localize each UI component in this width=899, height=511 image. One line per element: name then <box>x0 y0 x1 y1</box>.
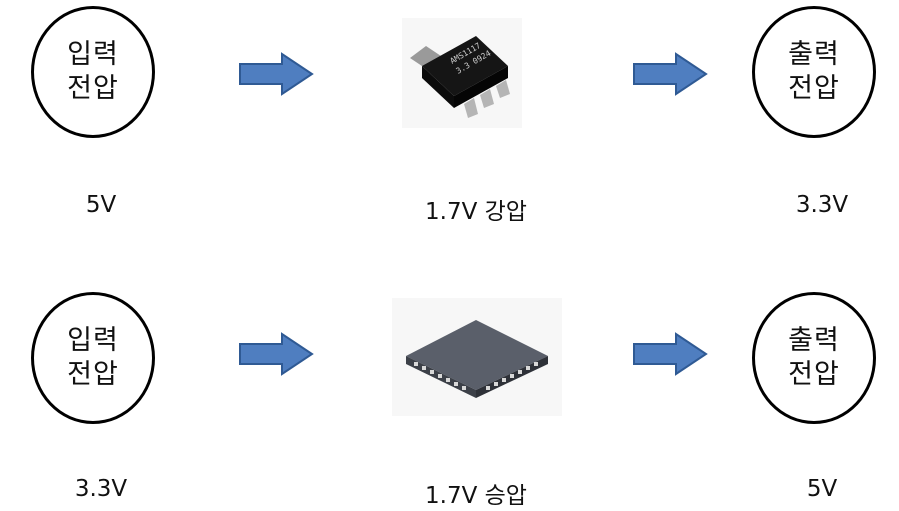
converter-caption-2: 1.7V 승압 <box>425 483 527 509</box>
output-voltage-label-2a: 출력 <box>788 325 840 356</box>
output-voltage-value-2: 5V <box>806 476 838 502</box>
qfn-converter-icon <box>392 298 562 416</box>
arrow-right-icon-1a <box>239 52 314 96</box>
output-voltage-label-1b: 전압 <box>788 73 840 104</box>
arrow-right-icon-1b <box>633 52 708 96</box>
arrow-right-icon-2b <box>633 332 708 376</box>
input-voltage-value-1: 5V <box>85 192 117 218</box>
output-voltage-circle-1: 출력 전압 <box>752 6 876 138</box>
arrow-right-icon-2a <box>239 332 314 376</box>
output-voltage-circle-2: 출력 전압 <box>752 292 876 424</box>
converter-caption-1: 1.7V 강압 <box>425 199 527 225</box>
output-voltage-label-2b: 전압 <box>788 359 840 390</box>
ams1117-regulator-icon: AMS1117 3.3 0924 <box>402 18 522 128</box>
output-voltage-value-1: 3.3V <box>795 192 849 218</box>
input-voltage-circle-1: 입력 전압 <box>31 6 155 138</box>
input-voltage-label-2a: 입력 <box>67 325 119 356</box>
output-voltage-label-1a: 출력 <box>788 39 840 70</box>
input-voltage-label-2b: 전압 <box>67 359 119 390</box>
input-voltage-label-1a: 입력 <box>67 39 119 70</box>
input-voltage-value-2: 3.3V <box>74 476 128 502</box>
input-voltage-label-1b: 전압 <box>67 73 119 104</box>
input-voltage-circle-2: 입력 전압 <box>31 292 155 424</box>
